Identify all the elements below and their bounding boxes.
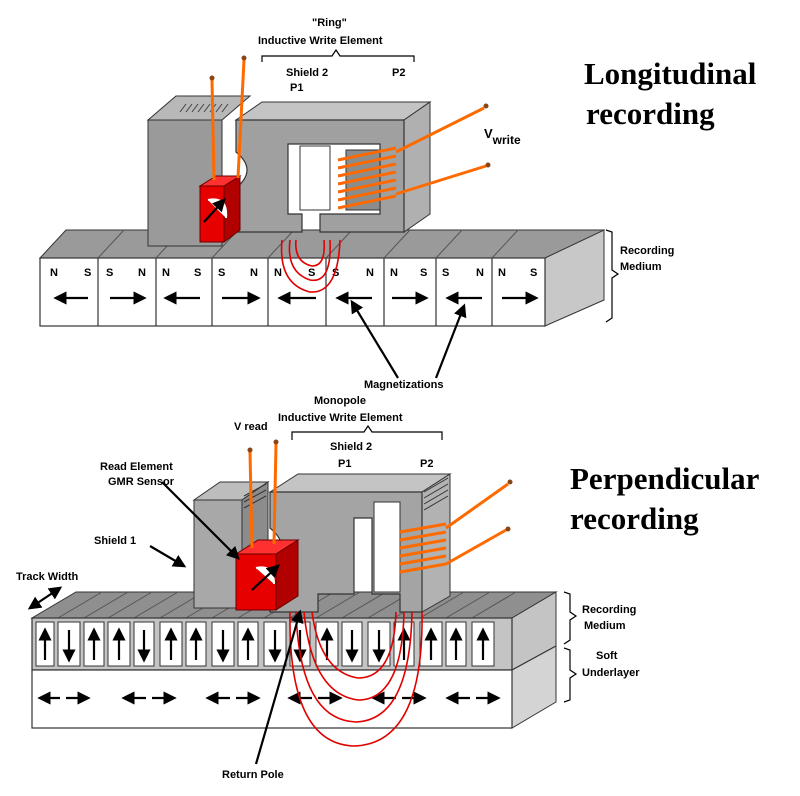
pole-label: S (84, 267, 91, 279)
return-pole-label: Return Pole (222, 769, 284, 781)
pole-label: N (366, 267, 374, 279)
underlayer-front (31, 669, 513, 729)
pole-label: S (420, 267, 427, 279)
pole-label: N (476, 267, 484, 279)
longitudinal-ring-write-element (234, 101, 432, 233)
pole-label: N (250, 267, 258, 279)
longitudinal-pole-labels: N S S N N S S N N S S N N S S N N S (50, 267, 537, 279)
longitudinal-title-line1: Longitudinal (584, 56, 757, 91)
underlayer-label: Underlayer (582, 667, 640, 679)
longitudinal-medium-bracket (605, 229, 620, 323)
perpendicular-field-lines (289, 611, 423, 747)
longitudinal-write-coil (337, 103, 491, 210)
longitudinal-read-element (198, 175, 242, 243)
longitudinal-cell-dividers (97, 258, 493, 326)
pole-label: N (498, 267, 506, 279)
gmr-sensor-label: GMR Sensor (108, 476, 175, 488)
pole-label: N (50, 267, 58, 279)
pole-label: S (332, 267, 339, 279)
perpendicular-p1-label: P1 (338, 458, 351, 470)
read-element-label: Read Element (100, 461, 173, 473)
perpendicular-medium-label: Medium (584, 620, 626, 632)
perpendicular-write-coil (399, 479, 513, 574)
recording-medium-label-line1: Recording (620, 245, 674, 257)
perpendicular-shield-2-label: Shield 2 (330, 441, 372, 453)
longitudinal-medium-front (39, 257, 546, 327)
p2-label: P2 (392, 67, 405, 79)
perpendicular-medium-bracket (563, 591, 578, 645)
magnetizations-label: Magnetizations (364, 379, 443, 391)
pole-label: N (274, 267, 282, 279)
longitudinal-read-leads (209, 55, 247, 181)
pole-label: S (530, 267, 537, 279)
inductive-write-element-label: Inductive Write Element (258, 35, 383, 47)
ring-element-brace (261, 48, 415, 62)
longitudinal-title-line2: recording (586, 96, 715, 131)
monopole-write-element (268, 473, 452, 613)
p1-label: P1 (290, 82, 303, 94)
perpendicular-magnetization-arrows (38, 627, 490, 663)
longitudinal-section: N S S N N S S N N S S N N S S N N S (38, 17, 757, 391)
ring-label: "Ring" (312, 17, 347, 29)
monopole-label: Monopole (314, 395, 366, 407)
underlayer-bracket (563, 647, 578, 703)
perpendicular-recording-label: Recording (582, 604, 636, 616)
v-write-label: Vwrite (484, 126, 521, 147)
shield-1-label: Shield 1 (94, 535, 136, 547)
longitudinal-fringing-field (280, 239, 341, 293)
gmr-read-element (234, 539, 300, 611)
pole-label: N (138, 267, 146, 279)
shield-2-label: Shield 2 (286, 67, 328, 79)
perpendicular-title-line1: Perpendicular (570, 461, 760, 496)
pole-label: S (442, 267, 449, 279)
perpendicular-title-line2: recording (570, 501, 699, 536)
pole-label: N (390, 267, 398, 279)
pole-label: N (162, 267, 170, 279)
monopole-brace (291, 424, 443, 440)
longitudinal-medium-top (38, 229, 606, 259)
v-read-label: V read (234, 421, 268, 433)
recording-medium-label-line2: Medium (620, 261, 662, 273)
pole-label: S (218, 267, 225, 279)
track-width-label: Track Width (16, 571, 79, 583)
pole-label: S (308, 267, 315, 279)
perpendicular-read-leads (247, 439, 279, 549)
perpendicular-p2-label: P2 (420, 458, 433, 470)
soft-label: Soft (596, 650, 618, 662)
pole-label: S (194, 267, 201, 279)
pole-label: S (106, 267, 113, 279)
monopole-element-label: Inductive Write Element (278, 412, 403, 424)
perpendicular-section: Perpendicular recording V read Monopole … (16, 395, 760, 781)
